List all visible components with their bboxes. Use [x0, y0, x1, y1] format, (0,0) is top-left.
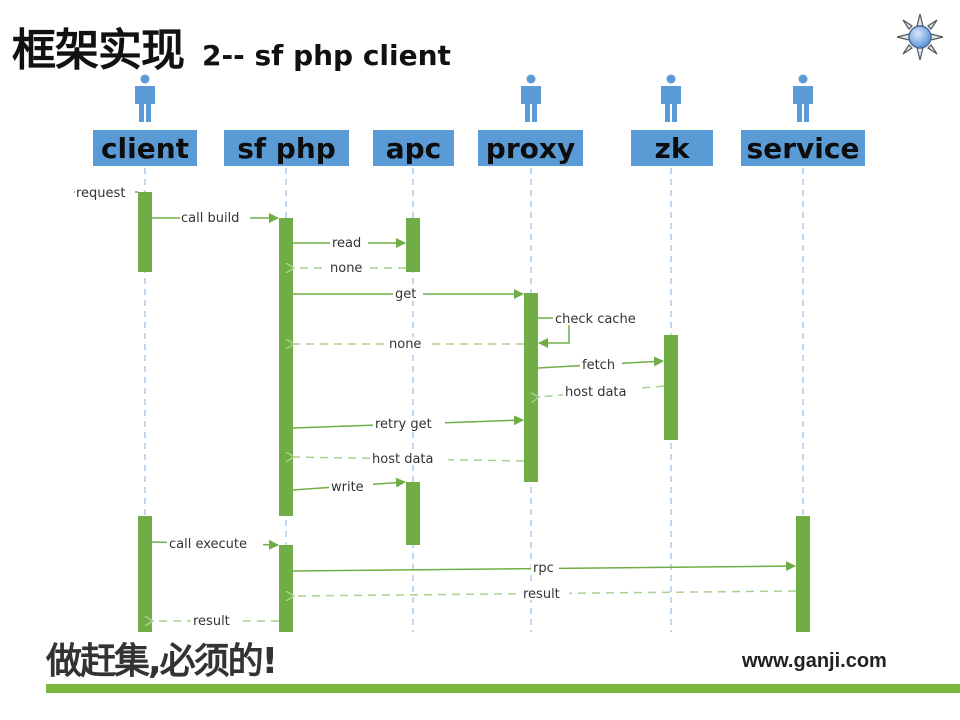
actor-service: service	[741, 130, 865, 166]
msg-write: write	[331, 480, 364, 495]
activation-zk-1	[664, 335, 678, 440]
slide-title: 框架实现 2-- sf php client	[12, 14, 451, 78]
msg-result-client: result	[193, 614, 230, 629]
msg-fetch: fetch	[582, 358, 615, 373]
activation-service-1	[796, 516, 810, 632]
sun-icon	[896, 13, 944, 61]
footer-slogan: 做赶集,必须的!	[46, 641, 278, 682]
activation-apc-2	[406, 482, 420, 545]
msg-result-service: result	[523, 587, 560, 602]
title-chinese: 框架实现	[12, 25, 185, 76]
activation-client-2	[138, 516, 152, 632]
msg-request: request	[76, 186, 125, 201]
msg-read: read	[332, 236, 361, 251]
title-english: 2-- sf php client	[202, 39, 451, 72]
actor-proxy: proxy	[478, 130, 583, 166]
activation-apc-1	[406, 218, 420, 272]
footer-divider	[46, 684, 960, 693]
activation-sf-php-1	[279, 218, 293, 516]
actor-sf-php: sf php	[224, 130, 349, 166]
msg-none-apc: none	[330, 261, 362, 276]
person-icon-service	[793, 74, 813, 122]
person-icon-client	[135, 74, 155, 122]
msg-call-execute: call execute	[169, 537, 247, 552]
actor-apc: apc	[373, 130, 454, 166]
msg-host-data-proxy: host data	[372, 452, 433, 467]
msg-get: get	[395, 287, 416, 302]
actor-zk: zk	[631, 130, 713, 166]
msg-call-build: call build	[181, 211, 239, 226]
msg-host-data-zk: host data	[565, 385, 626, 400]
footer-url: www.ganji.com	[742, 650, 887, 672]
activation-client-1	[138, 192, 152, 272]
activation-proxy-1	[524, 293, 538, 482]
msg-none-proxy: none	[389, 337, 421, 352]
msg-rpc: rpc	[533, 561, 554, 576]
person-icon-zk	[661, 74, 681, 122]
actor-client: client	[93, 130, 197, 166]
msg-check-cache: check cache	[555, 312, 636, 327]
person-icon-proxy	[521, 74, 541, 122]
activation-sf-php-2	[279, 545, 293, 632]
msg-retry-get: retry get	[375, 417, 432, 432]
